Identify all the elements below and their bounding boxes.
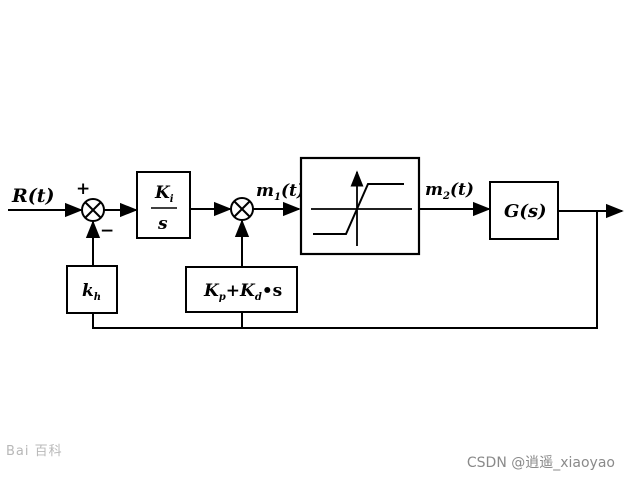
feedback-gain-block [66,265,118,314]
sum1-plus-sign: + [76,179,90,199]
feedback-gain-label: kh [82,281,101,303]
plant-label: G(s) [504,201,547,222]
integrator-block [136,171,191,239]
watermark-baidu: Bai 百科 [6,444,63,459]
sum-junction-1 [81,198,105,222]
integrator-numerator: Ki [154,183,174,205]
saturation-block [299,156,421,256]
sum1-minus-sign: − [100,221,114,241]
watermark-csdn: CSDN @逍遥_xiaoyao [466,455,615,471]
pd-controller-block [185,266,298,313]
integrator-denominator: s [157,214,168,234]
input-label: R(t) [11,185,55,207]
feedback-path [92,211,598,329]
signal-m2-label: m2(t) [425,180,474,202]
signal-m1-label: m1(t) [256,181,305,203]
sum-junction-2 [230,197,254,221]
pd-controller-label: Kp+Kd•s [203,281,282,303]
saturation-curve [313,183,404,235]
